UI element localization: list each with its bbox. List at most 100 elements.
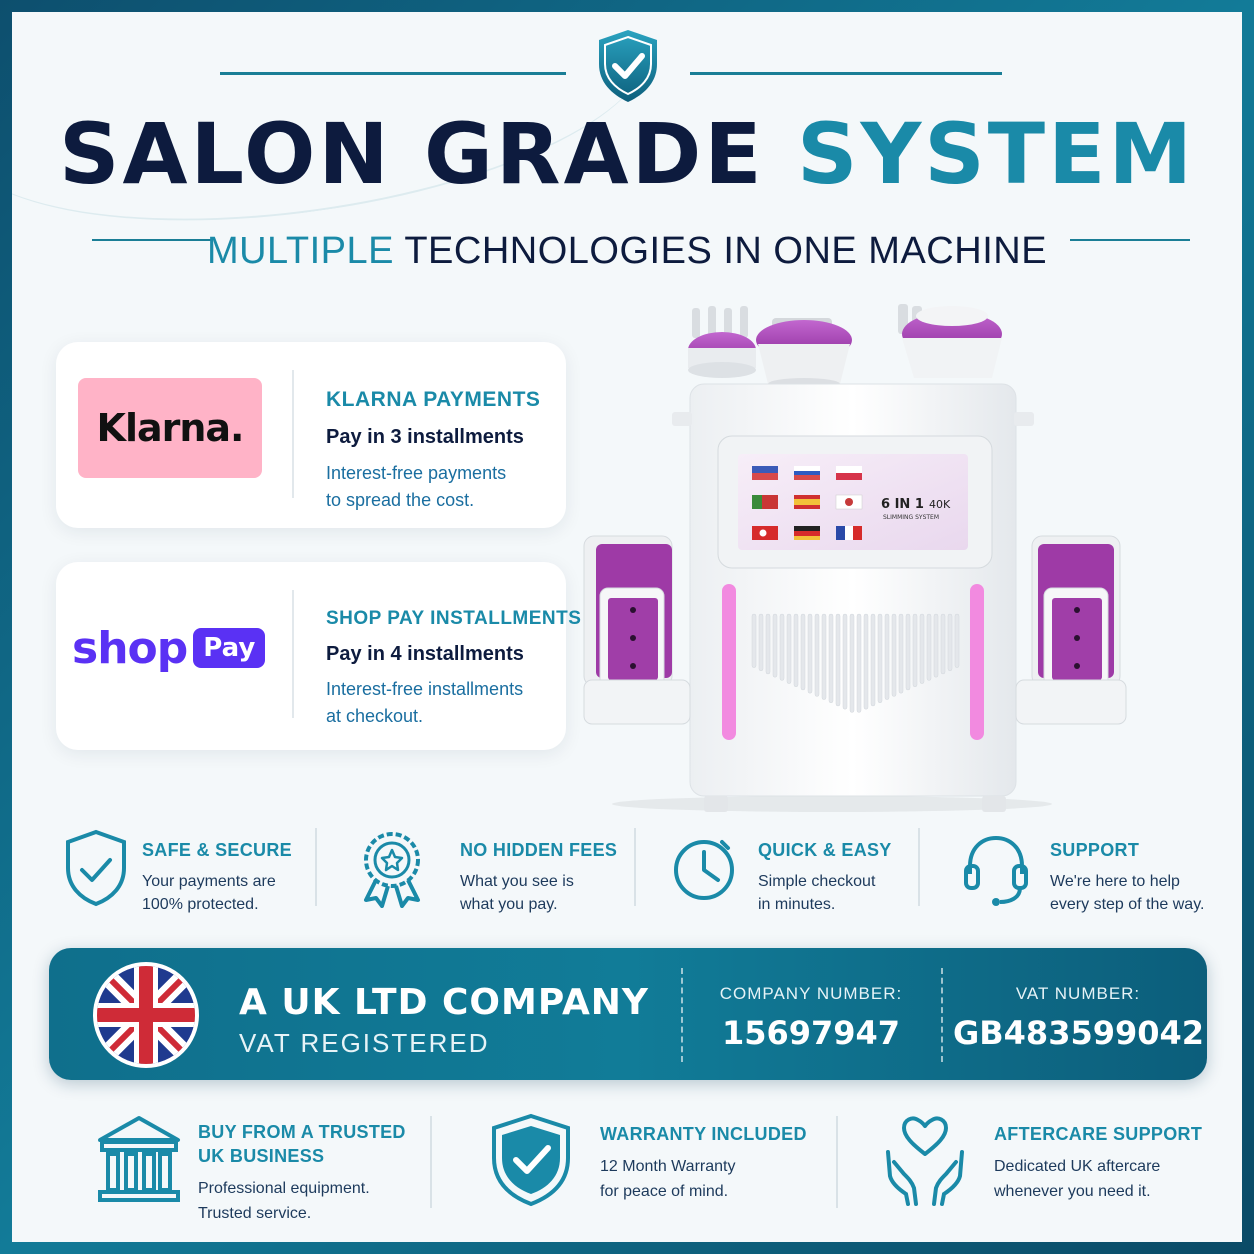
feature-safe-secure: SAFE & SECURE Your payments are 100% pro… (62, 820, 312, 930)
feature-title: SUPPORT (1050, 840, 1140, 860)
feature-description: We're here to help every step of the way… (1050, 870, 1204, 916)
desc-line-1: 12 Month Warranty (600, 1158, 736, 1175)
banner-divider (941, 968, 943, 1062)
headset-icon (964, 835, 1028, 906)
warranty-block: WARRANTY INCLUDED 12 Month Warranty for … (488, 1112, 828, 1232)
uk-company-title: A UK LTD COMPANY (239, 982, 649, 1023)
shop-pay-title: SHOP PAY INSTALLMENTS (326, 608, 582, 629)
company-number-label: COMPANY NUMBER: (719, 984, 903, 1003)
feature-line-2: 100% protected. (142, 896, 259, 913)
feature-separator (918, 828, 920, 906)
shop-pay-description: Interest-free installments at checkout. (326, 676, 556, 730)
vat-registered-text: VAT REGISTERED (239, 1028, 490, 1058)
subhead-line-left (92, 239, 212, 241)
bottom-feature-title: WARRANTY INCLUDED (600, 1124, 807, 1144)
handpiece-cavitation (898, 304, 1002, 378)
page-canvas: SALON GRADE SYSTEM MULTIPLE TECHNOLOGIES… (12, 12, 1242, 1242)
shield-check-icon (599, 30, 657, 102)
vent-fin (772, 613, 778, 678)
banner-divider (681, 968, 683, 1062)
feature-description: Your payments are 100% protected. (142, 870, 276, 916)
vent-fin (933, 613, 939, 678)
vent-fin (849, 613, 855, 713)
vent-fin (954, 613, 960, 668)
klarna-desc-line-1: Interest-free payments (326, 463, 507, 483)
feature-no-hidden-fees: NO HIDDEN FEES What you see is what you … (358, 820, 628, 930)
vent-fin (779, 613, 785, 681)
feature-title: QUICK & EASY (758, 840, 892, 860)
vent-grille (751, 613, 960, 713)
bottom-separator (836, 1116, 838, 1208)
card-divider (292, 370, 294, 498)
bottom-feature-title: AFTERCARE SUPPORT (994, 1124, 1203, 1144)
title-line-2: UK BUSINESS (198, 1146, 325, 1166)
bottom-feature-description: Professional equipment. Trusted service. (198, 1176, 370, 1226)
vent-fin (807, 613, 813, 694)
lipo-pad-right (1015, 535, 1127, 725)
feature-separator (634, 828, 636, 906)
feature-description: Simple checkout in minutes. (758, 870, 875, 916)
vent-fin (891, 613, 897, 697)
title-line-1: BUY FROM A TRUSTED (198, 1122, 406, 1142)
shop-pay-subtitle: Pay in 4 installments (326, 643, 524, 665)
clock-icon (674, 840, 734, 900)
vent-fin (870, 613, 876, 707)
subhead-line-right (1070, 239, 1190, 241)
desc-line-1: Professional equipment. (198, 1180, 370, 1197)
vat-number-label: VAT NUMBER: (1015, 984, 1141, 1003)
company-number-value: 15697947 (721, 1014, 901, 1052)
uk-flag-icon (93, 962, 199, 1068)
desc-line-1: Dedicated UK aftercare (994, 1158, 1161, 1175)
award-ribbon-icon (364, 832, 420, 908)
vent-fin (835, 613, 841, 707)
page-subtitle: MULTIPLE TECHNOLOGIES IN ONE MACHINE (12, 232, 1242, 270)
desc-line-2: whenever you need it. (994, 1183, 1151, 1200)
header-line-right (690, 72, 1002, 75)
title-part-2: SYSTEM (796, 105, 1196, 203)
uk-company-banner: A UK LTD COMPANY VAT REGISTERED COMPANY … (49, 948, 1207, 1080)
slimming-machine-image: 6 IN 1 40K SLIMMING SYSTEM (583, 304, 1127, 812)
feature-title: SAFE & SECURE (142, 840, 292, 860)
vent-fin (947, 613, 953, 672)
bottom-feature-description: Dedicated UK aftercare whenever you need… (994, 1154, 1160, 1204)
vent-fin (863, 613, 869, 710)
vent-fin (919, 613, 925, 684)
shop-desc-line-1: Interest-free installments (326, 679, 524, 699)
lipo-pad-left (583, 535, 691, 725)
feature-line-2: what you pay. (460, 896, 558, 913)
vent-fin (898, 613, 904, 694)
card-divider (292, 590, 294, 718)
shield-check-icon (492, 1113, 570, 1207)
vent-fin (758, 613, 764, 672)
vent-fin (786, 613, 792, 684)
shop-logo-badge: Pay (193, 628, 266, 668)
handpiece-center (756, 318, 852, 390)
shop-pay-logo: shop Pay (72, 618, 272, 678)
bank-building-icon (98, 1116, 180, 1202)
klarna-logo: Klarna. (78, 378, 262, 478)
klarna-desc-line-2: to spread the cost. (326, 490, 475, 510)
trusted-business-block: BUY FROM A TRUSTED UK BUSINESS Professio… (96, 1112, 416, 1232)
screen-title-light: 40K (929, 498, 951, 511)
shop-desc-line-2: at checkout. (326, 706, 424, 726)
klarna-payment-card: Klarna. KLARNA PAYMENTS Pay in 3 install… (56, 342, 566, 528)
feature-support: SUPPORT We're here to help every step of… (962, 820, 1232, 930)
vent-fin (905, 613, 911, 691)
klarna-subtitle: Pay in 3 installments (326, 426, 524, 448)
vent-fin (821, 613, 827, 700)
vent-fin (877, 613, 883, 704)
feature-line-1: What you see is (460, 873, 574, 890)
feature-quick-easy: QUICK & EASY Simple checkout in minutes. (670, 820, 920, 930)
klarna-description: Interest-free payments to spread the cos… (326, 460, 556, 514)
handpiece-multipolar (688, 306, 756, 378)
bottom-separator (430, 1116, 432, 1208)
vent-fin (814, 613, 820, 697)
subtitle-part-2: TECHNOLOGIES IN ONE MACHINE (404, 230, 1048, 272)
vent-fin (884, 613, 890, 700)
subtitle-part-1: MULTIPLE (206, 230, 394, 272)
vent-fin (765, 613, 771, 675)
screen-subtitle: SLIMMING SYSTEM (883, 514, 939, 521)
title-part-1: SALON GRADE (58, 105, 765, 203)
vent-fin (940, 613, 946, 675)
